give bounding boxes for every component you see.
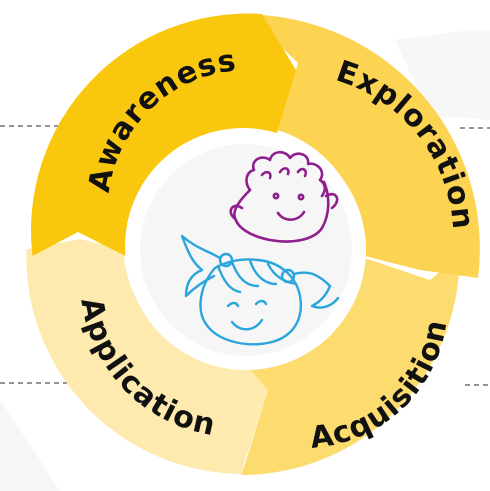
segment-acquisition <box>241 252 463 475</box>
segment-awareness <box>31 13 297 256</box>
segment-exploration <box>248 14 480 278</box>
background-paper-shape <box>0 400 60 491</box>
segment-application <box>26 239 269 474</box>
background-paper-shape <box>395 30 490 120</box>
girl-face-icon <box>180 234 340 346</box>
boy-face-icon <box>229 150 339 243</box>
